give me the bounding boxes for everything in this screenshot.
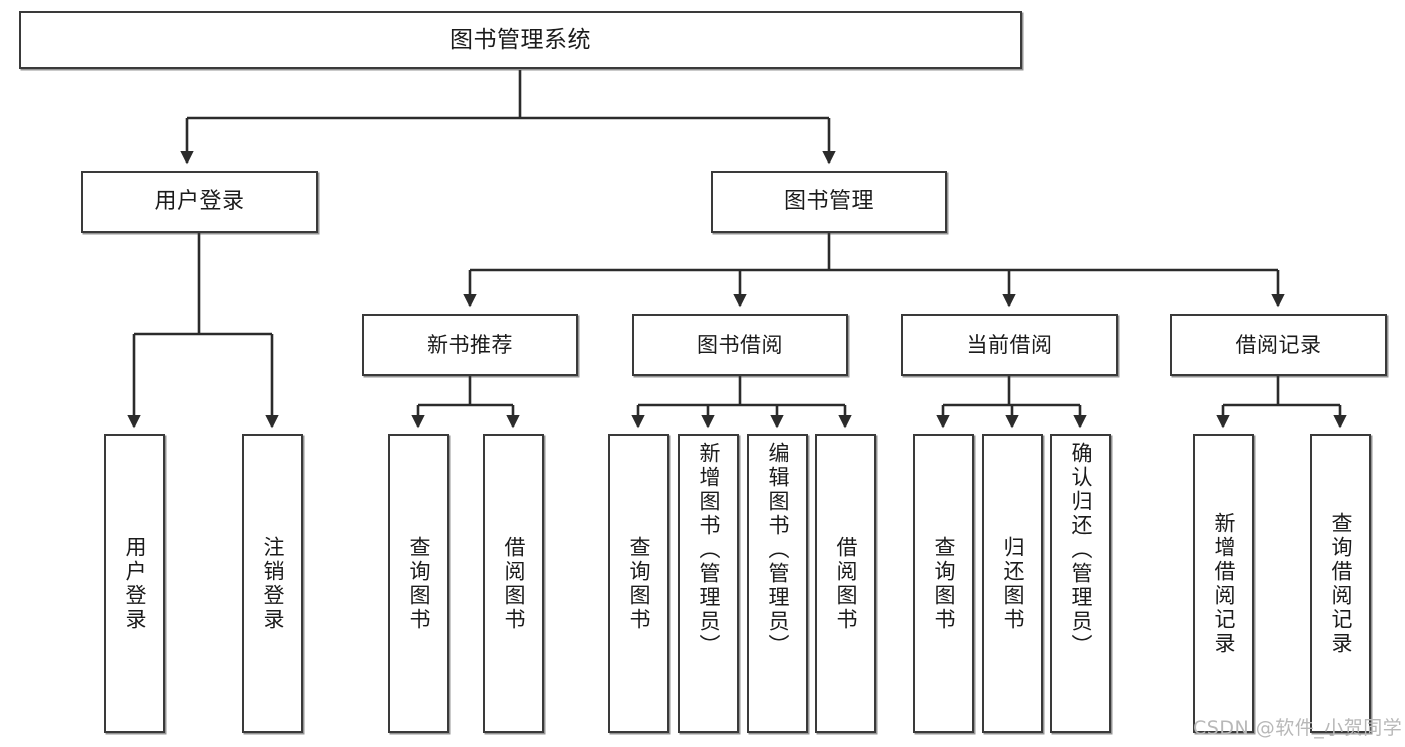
leaf-br-query-record[interactable]: 查询借阅记录 [1310,434,1371,733]
leaf-user-login-label: 用户登录 [123,535,147,632]
leaf-bb-add-book-label: 新增图书（管理员） [697,442,721,658]
leaf-cb-query-book[interactable]: 查询图书 [913,434,974,733]
node-root[interactable]: 图书管理系统 [19,11,1022,69]
leaf-bb-edit-book[interactable]: 编辑图书（管理员） [747,434,808,733]
leaf-cb-query-book-label: 查询图书 [932,535,956,632]
leaf-bb-query-book-label: 查询图书 [627,535,651,632]
leaf-bb-borrow-book-label: 借阅图书 [834,535,858,632]
leaf-cb-confirm-return[interactable]: 确认归还（管理员） [1050,434,1111,733]
node-book-borrow-label: 图书借阅 [697,332,783,357]
node-current-borrow[interactable]: 当前借阅 [901,314,1118,376]
leaf-cb-return-book-label: 归还图书 [1001,535,1025,632]
leaf-bb-query-book[interactable]: 查询图书 [608,434,669,733]
leaf-user-logout-label: 注销登录 [261,535,285,632]
leaf-rec-query-book[interactable]: 查询图书 [388,434,449,733]
node-user-login-label: 用户登录 [154,189,245,215]
node-current-borrow-label: 当前借阅 [966,332,1053,357]
leaf-bb-edit-book-label: 编辑图书（管理员） [766,442,790,658]
leaf-user-logout[interactable]: 注销登录 [242,434,303,733]
node-borrow-record-label: 借阅记录 [1235,332,1322,357]
watermark-text: CSDN @软件_小贺同学 [1193,717,1403,739]
node-new-book-rec[interactable]: 新书推荐 [362,314,578,376]
node-book-manage-label: 图书管理 [783,189,874,215]
node-user-login[interactable]: 用户登录 [81,171,318,233]
node-root-label: 图书管理系统 [450,26,591,53]
leaf-bb-add-book[interactable]: 新增图书（管理员） [678,434,739,733]
node-book-manage[interactable]: 图书管理 [711,171,947,233]
leaf-br-add-record[interactable]: 新增借阅记录 [1193,434,1254,733]
node-book-borrow[interactable]: 图书借阅 [632,314,848,376]
leaf-rec-borrow-book-label: 借阅图书 [502,535,526,632]
node-new-book-rec-label: 新书推荐 [427,332,513,357]
leaf-br-query-record-label: 查询借阅记录 [1329,511,1353,656]
leaf-cb-confirm-return-label: 确认归还（管理员） [1069,442,1093,658]
leaf-cb-return-book[interactable]: 归还图书 [982,434,1043,733]
leaf-user-login[interactable]: 用户登录 [104,434,165,733]
leaf-rec-query-book-label: 查询图书 [407,535,431,632]
leaf-rec-borrow-book[interactable]: 借阅图书 [483,434,544,733]
node-borrow-record[interactable]: 借阅记录 [1170,314,1387,376]
leaf-bb-borrow-book[interactable]: 借阅图书 [815,434,876,733]
leaf-br-add-record-label: 新增借阅记录 [1212,511,1236,656]
